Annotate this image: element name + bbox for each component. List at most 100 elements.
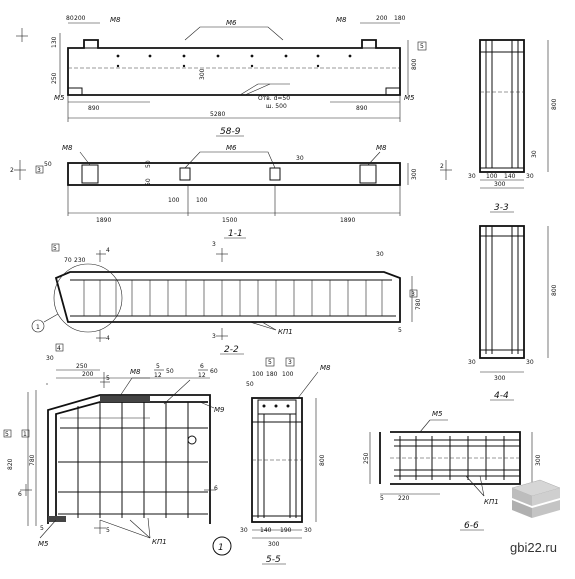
plan-mark-m8-left: M8 <box>62 144 73 152</box>
node-1-detail: M8 M9 M5 КП1 250 200 820 780 30 5 5 12 5… <box>3 343 232 556</box>
title-2-2: 2-2 <box>224 345 239 355</box>
section-2-2: 1 4 4 3 3 70 230 30 5 780 КП1 5 3 2-2 <box>31 241 422 355</box>
s33-dim-100: 100 <box>486 173 498 180</box>
m6-leader <box>184 26 284 41</box>
beam-holes <box>116 54 352 68</box>
s22-sheet-ref-2: 3 <box>411 291 415 298</box>
beam-elevation: M8 M6 M8 M5 M5 Отв. d=50 ш. 500 80 200 2… <box>16 15 427 137</box>
section-5-5: 5 3 100 180 100 50 M8 800 30 140 190 30 … <box>240 357 331 565</box>
s33-dim-30c: 30 <box>531 150 538 158</box>
dim-300: 300 <box>199 68 206 80</box>
hole-note-2: ш. 500 <box>266 103 287 110</box>
s22-dim-230: 230 <box>74 257 86 264</box>
mark-m6: M6 <box>226 19 237 27</box>
node-sheet-ref-3: 1 <box>23 431 27 438</box>
node-outline <box>47 394 211 524</box>
node-dim-820: 820 <box>7 458 14 470</box>
embedded-plate-m5-left <box>67 87 83 96</box>
dim-50b: 50 <box>145 178 152 186</box>
node-mark-m8: M8 <box>130 368 141 376</box>
section-4-4-outline <box>479 225 525 359</box>
dim-890-right: 890 <box>356 105 368 112</box>
node-sheet-ref-2: 5 <box>5 431 9 438</box>
s66-dim-220: 220 <box>398 495 410 502</box>
title-5-5: 5-5 <box>266 555 281 565</box>
node-vertical-bars <box>77 402 189 518</box>
cut-5-bottom: 5 <box>106 527 110 534</box>
section-4-4: 800 30 30 300 4-4 <box>468 225 558 401</box>
plan-plate-right <box>359 164 377 184</box>
s55-dim-30a: 30 <box>240 527 248 534</box>
watermark-text: gbi22.ru <box>510 540 557 555</box>
s22-sheet-ref-1: 5 <box>53 245 57 252</box>
title-6-6: 6-6 <box>464 521 479 531</box>
cut-6-left: 6 <box>18 491 22 498</box>
node-sheet-ref-1: 4 <box>57 345 61 352</box>
hole-note-1: Отв. d=50 <box>258 95 290 102</box>
title-4-4: 4-4 <box>494 391 509 401</box>
dim-50a: 50 <box>145 160 152 168</box>
cut-2-right: 2 <box>440 163 444 170</box>
s66-dim-250: 250 <box>363 452 370 464</box>
node-plate-m5 <box>48 516 66 522</box>
node-horizontal-bars <box>58 427 208 515</box>
node-mark-m5: M5 <box>38 540 49 548</box>
dim-250: 250 <box>51 72 58 84</box>
dim-80: 80 <box>66 15 74 22</box>
plan-plate-mid-1 <box>179 167 191 181</box>
s55-top-plate <box>257 399 297 415</box>
title-58-9: 58-9 <box>220 127 241 137</box>
s66-mark-m5: M5 <box>432 410 443 418</box>
frac2-val: 60 <box>210 368 218 375</box>
s55-sheet-ref-1: 5 <box>268 359 272 366</box>
cut-4-bottom: 4 <box>106 335 110 342</box>
s44-dim-300: 300 <box>494 375 506 382</box>
cut-2-left: 2 <box>10 167 14 174</box>
s55-mark-m8: M8 <box>320 364 331 372</box>
s55-dim-50: 50 <box>246 381 254 388</box>
node-dim-250: 250 <box>76 363 88 370</box>
dim-130: 130 <box>51 36 58 48</box>
dim-50c-plan: 50 <box>44 161 52 168</box>
node-plate-m8 <box>100 396 150 402</box>
s55-dim-140: 140 <box>260 527 272 534</box>
dim-890-left: 890 <box>88 105 100 112</box>
s55-dim-180: 180 <box>266 371 278 378</box>
s55-dim-300: 300 <box>268 541 280 548</box>
plan-sheet-ref: 3 <box>37 167 41 174</box>
plan-m6-leader <box>184 151 276 169</box>
s22-dim-780: 780 <box>415 298 422 310</box>
dim-1500: 1500 <box>222 217 237 224</box>
mark-m8-left: M8 <box>110 16 121 24</box>
node-dim-780: 780 <box>29 454 36 466</box>
node-dim-30: 30 <box>46 355 54 362</box>
s22-dim-30: 30 <box>376 251 384 258</box>
s22-kp1: КП1 <box>278 328 293 336</box>
s66-dim-300: 300 <box>535 454 542 466</box>
dim-300-plan: 300 <box>411 168 418 180</box>
dim-1890b: 1890 <box>340 217 355 224</box>
dim-1890: 1890 <box>96 217 111 224</box>
watermark-logo-icon <box>511 479 561 518</box>
s33-dim-800: 800 <box>551 98 558 110</box>
plan-plate-mid-2 <box>269 167 281 181</box>
plan-mark-m8-right: M8 <box>376 144 387 152</box>
node-mark-kp1: КП1 <box>152 538 167 546</box>
dim-5280: 5280 <box>210 111 225 118</box>
node-dim-5: 5 <box>40 525 44 532</box>
mark-m5-right: M5 <box>404 94 415 102</box>
cut-6-right: 6 <box>214 485 218 492</box>
beam-outline <box>67 39 401 96</box>
s55-dim-800: 800 <box>319 454 326 466</box>
node-callout-label: 1 <box>36 324 40 331</box>
node-number: 1 <box>218 543 224 553</box>
s22-dim-5: 5 <box>398 327 402 334</box>
embedded-plate-m5-right <box>385 87 401 96</box>
cut-5-top: 5 <box>106 375 110 382</box>
dim-800: 800 <box>411 58 418 70</box>
section-2-2-stirrups <box>83 280 383 316</box>
s33-dim-300: 300 <box>494 181 506 188</box>
section-6-6: M5 КП1 250 220 5 300 6-6 <box>363 410 542 531</box>
s33-dim-140: 140 <box>504 173 516 180</box>
